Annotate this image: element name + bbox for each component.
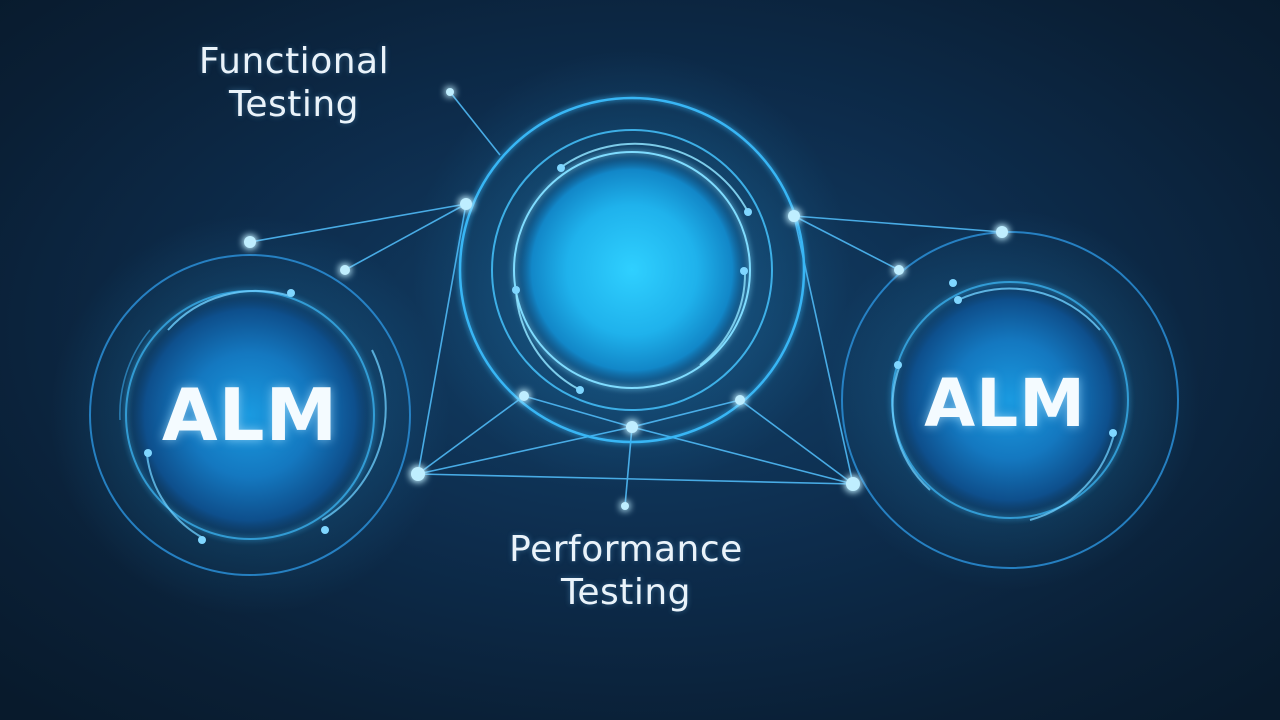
alm-right-label: ALM	[924, 365, 1086, 442]
right-circle	[841, 231, 1179, 569]
alm-left-label: ALM	[161, 373, 339, 457]
left-circle	[89, 254, 411, 576]
performance-line-1: Performance	[509, 529, 743, 570]
functional-testing-label: Functional Testing	[172, 40, 416, 126]
connection-lines	[249, 91, 1003, 507]
network-nodes	[244, 88, 1008, 510]
ring-dots	[144, 164, 1117, 544]
performance-testing-label: Performance Testing	[480, 528, 772, 614]
functional-line-2: Testing	[228, 84, 360, 126]
functional-line-1: Functional	[198, 41, 390, 82]
center-circle	[458, 96, 806, 444]
performance-line-2: Testing	[560, 572, 692, 614]
